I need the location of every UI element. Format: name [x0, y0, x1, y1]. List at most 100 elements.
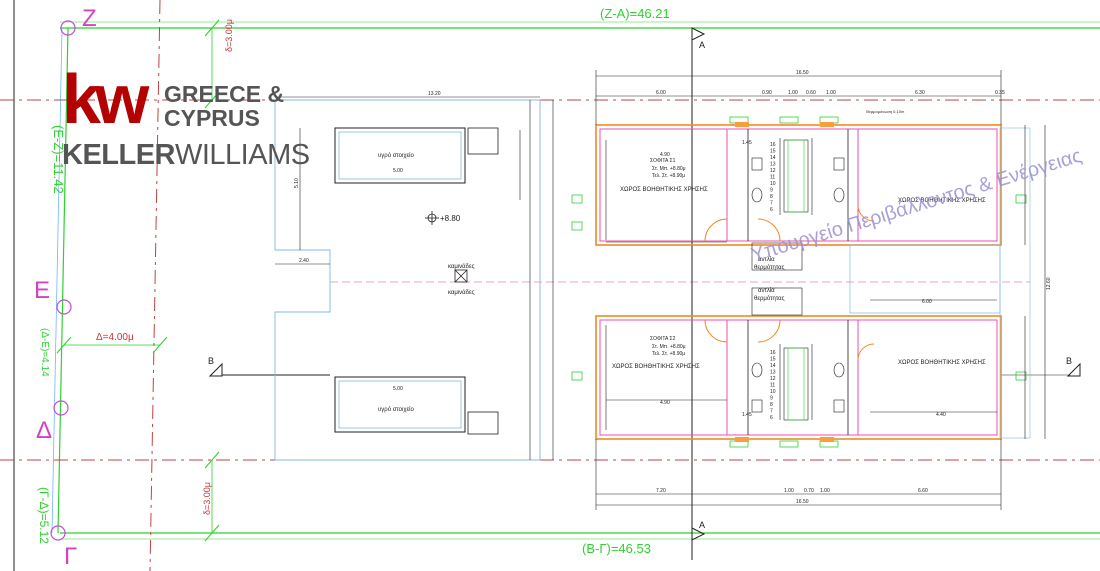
stair-step-number: 7 [770, 409, 773, 415]
room-label-top-left: ΧΩΡΟΣ ΒΟΗΘΗΤΙΚΗΣ ΧΡΗΣΗΣ [620, 187, 708, 193]
sofita-2-title: ΣΟΦΙΤΑ Σ2 [650, 336, 676, 342]
top-boundary-label: (Z-A)=46.21 [600, 6, 670, 21]
heat-pump-label-1: αντλία [758, 257, 775, 263]
stair-step-number: 11 [770, 383, 775, 389]
dim-bot-e: 6.60 [918, 488, 928, 494]
chimney-label-2: καμινάδες [448, 289, 475, 296]
bottom-boundary-label: (B-Γ)=46.53 [582, 541, 651, 556]
heat-pump-label-2: αντλία [758, 288, 775, 294]
vertex-z-label: Z [82, 5, 97, 32]
roof-level-label: +8.80 [440, 214, 461, 223]
sofita-2-line1: Στ. Μπ. +8.80μ [652, 344, 686, 350]
section-b-left-label: B [208, 356, 214, 366]
dim-top-total: 16.50 [796, 70, 809, 76]
vertex-e-label: E [34, 277, 50, 304]
stair-step-number: 10 [770, 181, 776, 187]
setback-left-label: Δ=4.00μ [96, 332, 134, 343]
dim-w600: 6.00 [922, 299, 932, 305]
stair-step-number: 12 [770, 168, 776, 174]
dim-top-d: 0.60 [806, 90, 816, 96]
building-bottom [571, 315, 1027, 448]
stair-step-number: 9 [770, 396, 773, 402]
dim-bot-d: 1.00 [820, 488, 830, 494]
logo-brand-a: KELLER [62, 139, 176, 171]
wet-element-label-top: υγρό στοιχείο [378, 152, 415, 159]
stair-step-number: 6 [770, 415, 773, 421]
setback-bottom-label: δ=3.00μ [202, 482, 212, 515]
room-label-top-right: ΧΩΡΟΣ ΒΟΗΘΗΤΙΚΗΣ ΧΡΗΣΗΣ [898, 198, 986, 204]
dim-top-f: 6.30 [915, 90, 925, 96]
dim-w490a: 4.90 [660, 152, 670, 158]
dim-top-a: 6.00 [656, 90, 666, 96]
vertex-delta-marker [53, 400, 69, 416]
sofita-1-title: ΣΟΦΙΤΑ Σ1 [650, 158, 676, 164]
vertex-gamma-label: Γ [64, 543, 77, 570]
dim-w440: 4.40 [936, 412, 946, 418]
heat-pump-top [751, 242, 803, 271]
stair-step-number: 10 [770, 389, 776, 395]
roof-dim-1320: 13.20 [428, 91, 441, 97]
dim-bot-c: 0.70 [804, 488, 814, 494]
logo-region-line2: CYPRUS [164, 105, 260, 131]
dim-w145b: 1.45 [742, 412, 752, 418]
chimney-icon [454, 269, 468, 283]
stair-step-number: 14 [770, 155, 776, 161]
vertex-e-marker [56, 299, 72, 315]
stair-step-number: 6 [770, 207, 773, 213]
stair-step-number: 15 [770, 357, 776, 363]
level-marker-icon [425, 211, 439, 225]
section-a-top-icon [691, 27, 706, 41]
stair-step-number: 16 [770, 142, 776, 148]
logo-brand-b: WILLIAMS [175, 139, 310, 171]
heat-pump-bottom [751, 287, 803, 316]
stair-step-number: 12 [770, 376, 776, 382]
room-label-bottom-left: ΧΩΡΟΣ ΒΟΗΘΗΤΙΚΗΣ ΧΡΗΣΗΣ [612, 364, 700, 370]
stair-step-number: 8 [770, 402, 773, 408]
dim-top-e: 1.00 [826, 90, 836, 96]
roof-dim-510: 5.10 [294, 178, 300, 188]
stair-step-number: 13 [770, 370, 776, 376]
stair-step-number: 15 [770, 149, 776, 155]
vertex-z-marker [60, 20, 76, 36]
chimney-label-1: καμινάδες [448, 263, 475, 270]
sofita-1-line1: Στ. Μπ. +8.80μ [652, 166, 686, 172]
stair-step-number: 8 [770, 194, 773, 200]
heat-pump-label-2b: θερμότητας [754, 295, 785, 302]
room-label-bottom-right: ΧΩΡΟΣ ΒΟΗΘΗΤΙΚΗΣ ΧΡΗΣΗΣ [898, 360, 986, 366]
stair-step-number: 14 [770, 363, 776, 369]
dim-top-g: 0.35 [995, 90, 1005, 96]
section-a-bottom-label: A [699, 520, 705, 530]
left-gd-label: (Γ-Δ)=5.12 [37, 487, 51, 544]
section-b-left-icon [208, 362, 223, 377]
logo-brand: KELLERWILLIAMS [62, 140, 310, 170]
left-ze-label: (E-Z)=11.42 [51, 125, 66, 194]
kw-logo-mark: kw [62, 60, 149, 138]
section-a-top-label: A [699, 40, 705, 50]
section-a-bottom-icon [691, 527, 706, 541]
roof-dim-500a: 5.00 [393, 168, 403, 174]
logo-region-line1: GREECE & [164, 81, 285, 107]
stair-step-number: 7 [770, 201, 773, 207]
dim-h1260: 12.60 [1046, 277, 1052, 290]
dim-top-b: 0.90 [762, 90, 772, 96]
vertex-delta-label: Δ [36, 417, 52, 444]
vertex-gamma-marker [50, 525, 66, 541]
dim-bottom-total: 16.50 [796, 499, 809, 505]
roof-outline [274, 99, 541, 461]
stair-step-number: 9 [770, 188, 773, 194]
dim-bot-b: 1.00 [784, 488, 794, 494]
property-line-left [57, 27, 69, 534]
roof-dim-240: 2.40 [299, 258, 309, 264]
dim-w145a: 1.45 [742, 140, 752, 146]
sofita-1-line2: Τελ. Στ. +8.90μ [652, 173, 685, 179]
sofita-2-line2: Τελ. Στ. +8.90μ [652, 351, 685, 357]
stair-step-number: 11 [770, 175, 775, 181]
wet-element-top [334, 127, 466, 184]
thermo-label: Θερμομόνωση 0,10m [866, 109, 905, 114]
wet-element-label-bottom: υγρό στοιχείο [378, 406, 415, 413]
setback-top-label: δ=3.00μ [224, 19, 234, 52]
dim-w490b: 4.90 [660, 400, 670, 406]
